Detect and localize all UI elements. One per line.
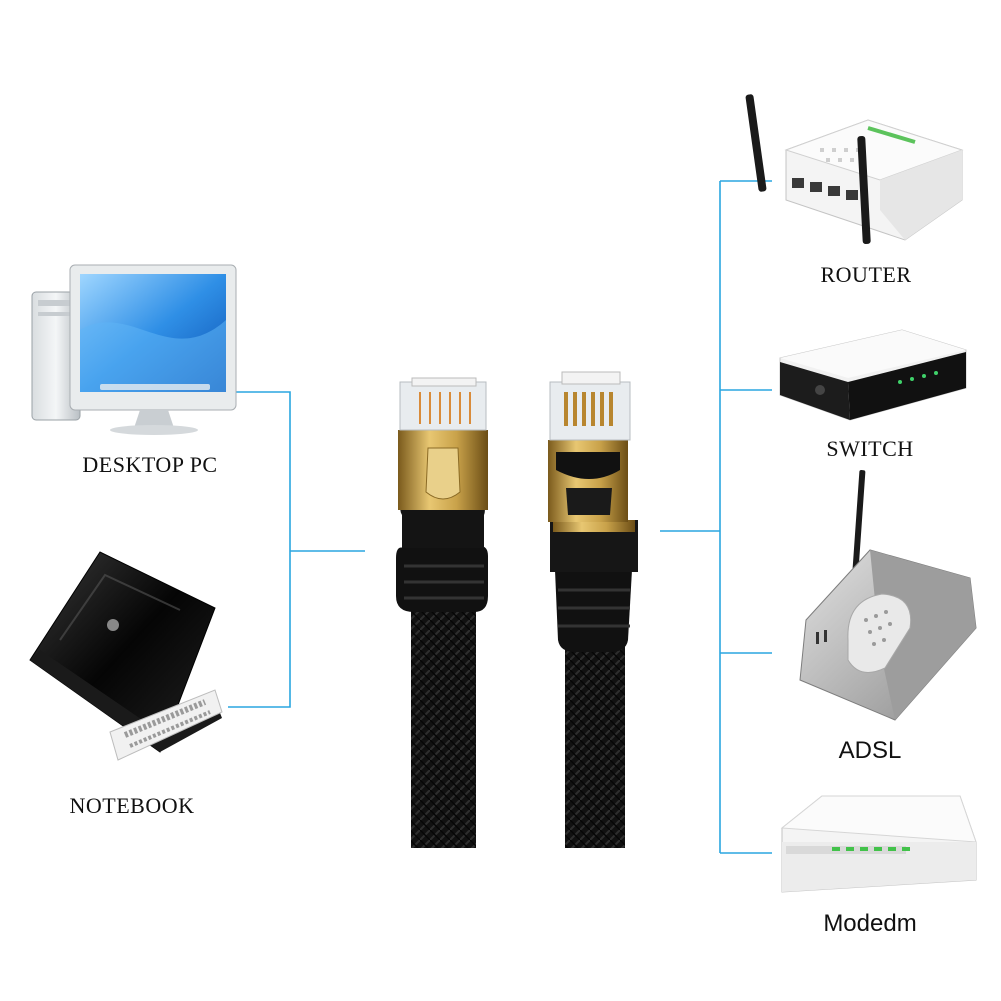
- notebook-icon: [29, 551, 223, 761]
- left-plug: [396, 377, 488, 848]
- desktop-pc-icon: [31, 264, 237, 435]
- notebook-label: NOTEBOOK: [69, 793, 195, 818]
- modem-label: Modedm: [823, 910, 917, 937]
- router-label: ROUTER: [820, 262, 912, 287]
- adsl-label: ADSL: [838, 737, 902, 764]
- right-plug: [548, 371, 638, 848]
- adsl-modem-icon: [799, 470, 977, 721]
- rj45-ethernet-cable-icon: [396, 371, 638, 848]
- modem-icon: [780, 795, 977, 893]
- right-connector-lines: [660, 180, 772, 854]
- switch-label: SWITCH: [826, 436, 914, 461]
- switch-icon: [779, 329, 967, 421]
- router-icon: [745, 94, 964, 244]
- desktop-pc-label: DESKTOP PC: [82, 452, 218, 477]
- left-connector-lines: [228, 391, 365, 708]
